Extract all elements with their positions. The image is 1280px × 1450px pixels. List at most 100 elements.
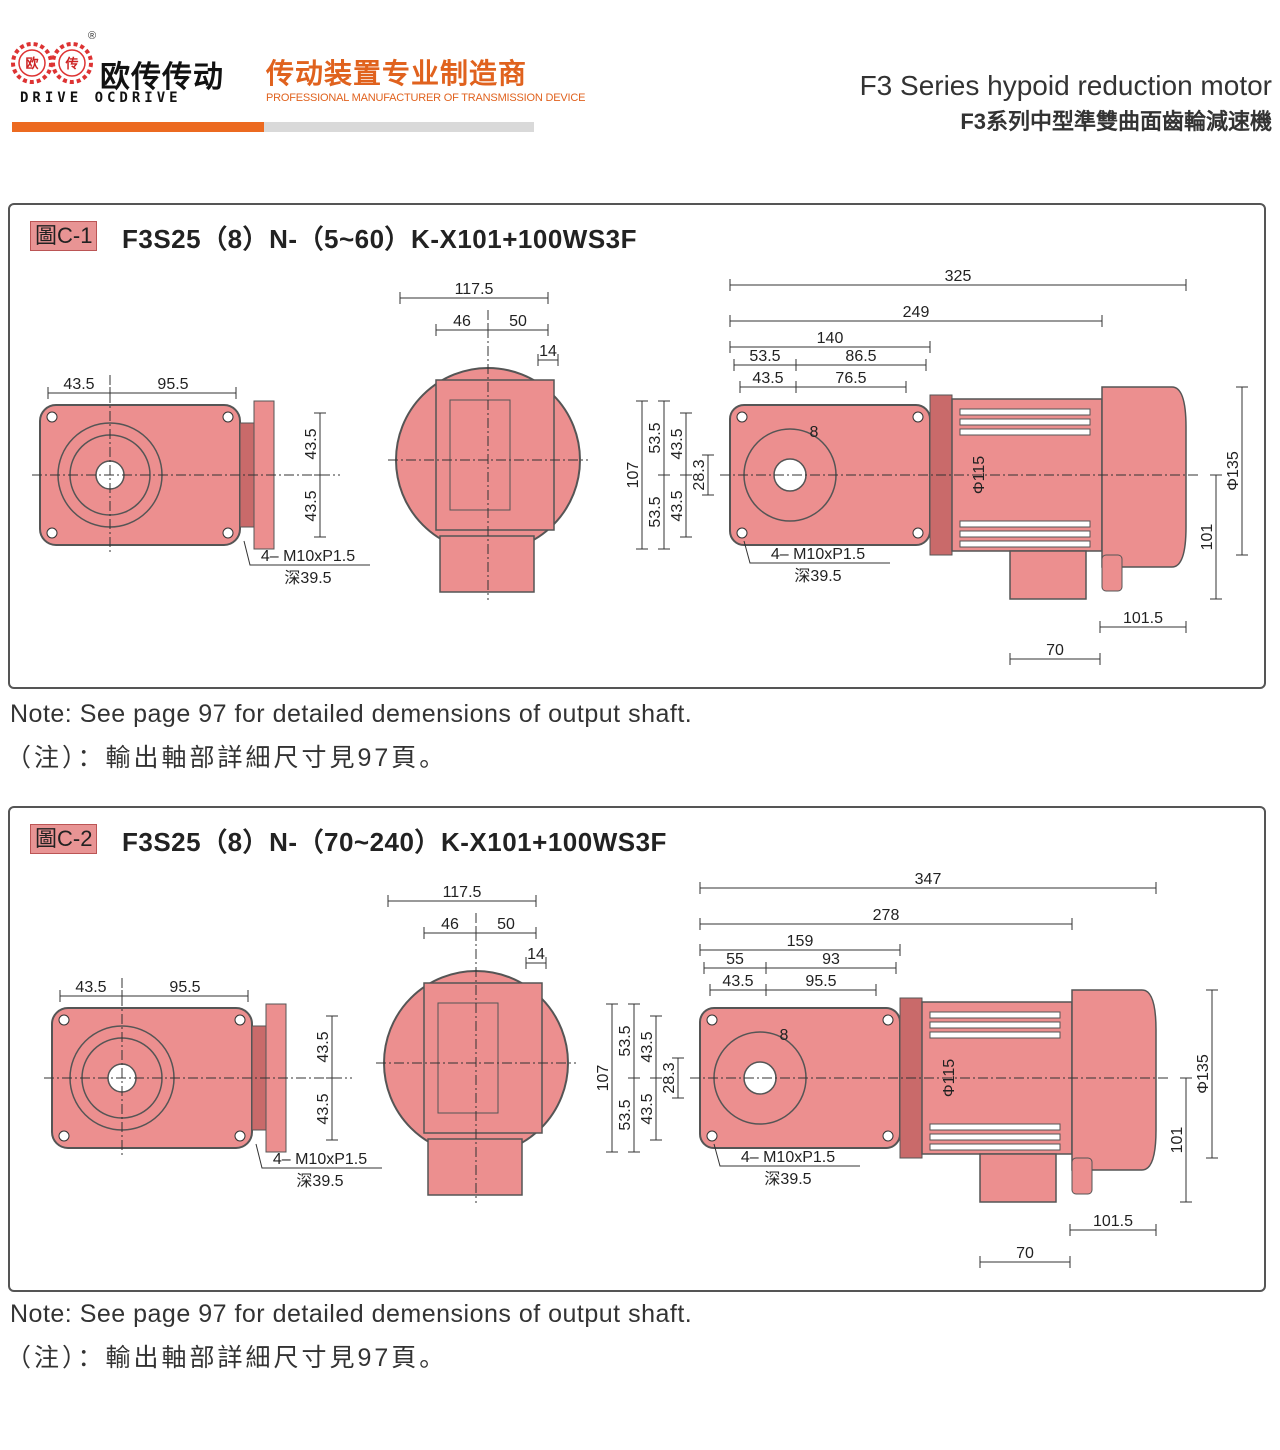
- front-dim-d2-label: 95.5: [157, 376, 188, 393]
- series-title-cn: F3系列中型準雙曲面齒輪減速機: [960, 109, 1272, 134]
- motor-fan-cover: [1101, 386, 1187, 568]
- front-bolt-hole: [46, 411, 58, 423]
- front-dim-h2-label: 43.5: [303, 490, 320, 521]
- front-leader: [243, 540, 370, 566]
- side-dim-a-label: 46: [441, 916, 459, 933]
- slogan-en: PROFESSIONAL MANUFACTURER OF TRANSMISSIO…: [266, 92, 586, 104]
- front-dim-h1-label: 43.5: [315, 1031, 332, 1062]
- motor-key-label: 8: [810, 424, 819, 441]
- figure-panel-1: 43.5 95.5 43.5 43.5 4– M10xP1.5 深39.5 117.5 46 5…: [8, 203, 1266, 689]
- motor-bolt-hole: [736, 411, 748, 423]
- figure-tag: 圖C-2: [30, 824, 98, 854]
- front-bolt-hole: [234, 1130, 246, 1142]
- front-dim-h2-label: 43.5: [315, 1093, 332, 1124]
- motor-dim-base-h-label: 101: [1169, 1127, 1186, 1154]
- motor-dim-g4-label: 95.5: [805, 973, 836, 990]
- svg-text:传: 传: [64, 56, 78, 71]
- motor-dim-g1-label: 53.5: [749, 348, 780, 365]
- motor-fin: [959, 540, 1091, 548]
- brand-name-en: DRIVE OCDRIVE: [20, 90, 182, 106]
- side-dim-a-label: 46: [453, 313, 471, 330]
- motor-depth-label: 深39.5: [764, 1170, 811, 1188]
- front-dim-d2-label: 95.5: [169, 979, 200, 996]
- front-dim-d1-label: 43.5: [75, 979, 106, 996]
- motor-dim-h4-label: 43.5: [639, 1093, 656, 1124]
- side-dim-w-label: 117.5: [455, 281, 494, 298]
- motor-bolt-hole: [912, 411, 924, 423]
- front-bolt-hole: [234, 1014, 246, 1026]
- front-bolt-hole: [222, 411, 234, 423]
- motor-bolt-hole: [706, 1014, 718, 1026]
- motor-dim-fan-label: Φ135: [1195, 1054, 1212, 1094]
- motor-fin: [929, 1133, 1061, 1141]
- side-dim-b-label: 50: [497, 916, 515, 933]
- svg-text:欧: 欧: [25, 56, 38, 71]
- motor-depth-label: 深39.5: [794, 567, 841, 585]
- front-leader: [255, 1143, 382, 1169]
- motor-dim-base-w-label: 70: [1046, 642, 1064, 659]
- motor-dim-g3-label: 43.5: [752, 370, 783, 387]
- side-gear-block: [435, 379, 555, 531]
- motor-fin: [959, 428, 1091, 436]
- slogan-cn: 传动装置专业制造商: [266, 58, 528, 89]
- motor-fin: [929, 1011, 1061, 1019]
- header-accent-bar: [12, 122, 264, 132]
- side-inner-block: [449, 399, 511, 511]
- side-dim-b-label: 50: [509, 313, 527, 330]
- motor-dim-g4-label: 76.5: [835, 370, 866, 387]
- front-bolt-label: 4– M10xP1.5: [261, 548, 355, 565]
- figure-title: F3S25（8）N-（70~240）K-X101+100WS3F: [122, 827, 667, 857]
- motor-dim-total-label: 347: [915, 871, 942, 888]
- motor-dim-h1-label: 53.5: [647, 422, 664, 453]
- motor-dim-body-label: 278: [873, 907, 900, 924]
- technical-drawing-1: 43.5 95.5 43.5 43.5 4– M10xP1.5 深39.5 117.5 46 5…: [32, 268, 1248, 665]
- side-base: [427, 1138, 523, 1196]
- motor-dim-h5-label: 28.3: [691, 459, 708, 490]
- figure-title: F3S25（8）N-（5~60）K-X101+100WS3F: [122, 224, 638, 254]
- front-dim-d1-label: 43.5: [63, 376, 94, 393]
- motor-fin: [959, 530, 1091, 538]
- motor-cable-gland: [1071, 1157, 1093, 1195]
- header-gray-bar: [264, 122, 534, 132]
- brand-name: 欧传传动: [100, 61, 224, 94]
- motor-dim-g3-label: 43.5: [722, 973, 753, 990]
- side-dim-c-label: 14: [539, 343, 557, 360]
- motor-dim-gear-label: 140: [817, 330, 844, 347]
- series-title-en: F3 Series hypoid reduction motor: [859, 70, 1272, 101]
- front-bolt-hole: [58, 1130, 70, 1142]
- motor-dim-h5-label: 28.3: [661, 1062, 678, 1093]
- motor-fan-cover: [1071, 989, 1157, 1171]
- front-depth-label: 深39.5: [296, 1172, 343, 1190]
- motor-dim-g2-label: 93: [822, 951, 840, 968]
- note-en: Note: See page 97 for detailed demension…: [10, 700, 693, 728]
- motor-dim-h4-label: 43.5: [669, 490, 686, 521]
- motor-dim-base-h-label: 101: [1199, 524, 1216, 551]
- motor-dim-h3-label: 43.5: [639, 1031, 656, 1062]
- motor-bolt-hole: [736, 527, 748, 539]
- side-base: [439, 535, 535, 593]
- motor-fin: [929, 1031, 1061, 1039]
- motor-fin: [929, 1143, 1061, 1151]
- motor-fin: [929, 1021, 1061, 1029]
- motor-dim-base-l-label: 101.5: [1123, 610, 1163, 627]
- motor-dim-total-label: 325: [945, 268, 972, 285]
- motor-dim-g2-label: 86.5: [845, 348, 876, 365]
- front-dim-h1-label: 43.5: [303, 428, 320, 459]
- motor-dim-h2-label: 53.5: [647, 496, 664, 527]
- motor-leader: [713, 1143, 860, 1167]
- motor-dim-h-label: 107: [595, 1065, 612, 1092]
- front-bolt-label: 4– M10xP1.5: [273, 1151, 367, 1168]
- front-bolt-hole: [222, 527, 234, 539]
- figure-tag: 圖C-1: [30, 221, 98, 251]
- motor-bolt-hole: [882, 1014, 894, 1026]
- motor-key-label: 8: [780, 1027, 789, 1044]
- motor-terminal-box: [1009, 550, 1087, 600]
- motor-fin: [959, 520, 1091, 528]
- motor-dia-label: Φ115: [971, 456, 988, 494]
- motor-dim-gear-label: 159: [787, 933, 814, 950]
- side-dim-c-label: 14: [527, 946, 545, 963]
- motor-dim-base-w-label: 70: [1016, 1245, 1034, 1262]
- motor-bolt-hole: [706, 1130, 718, 1142]
